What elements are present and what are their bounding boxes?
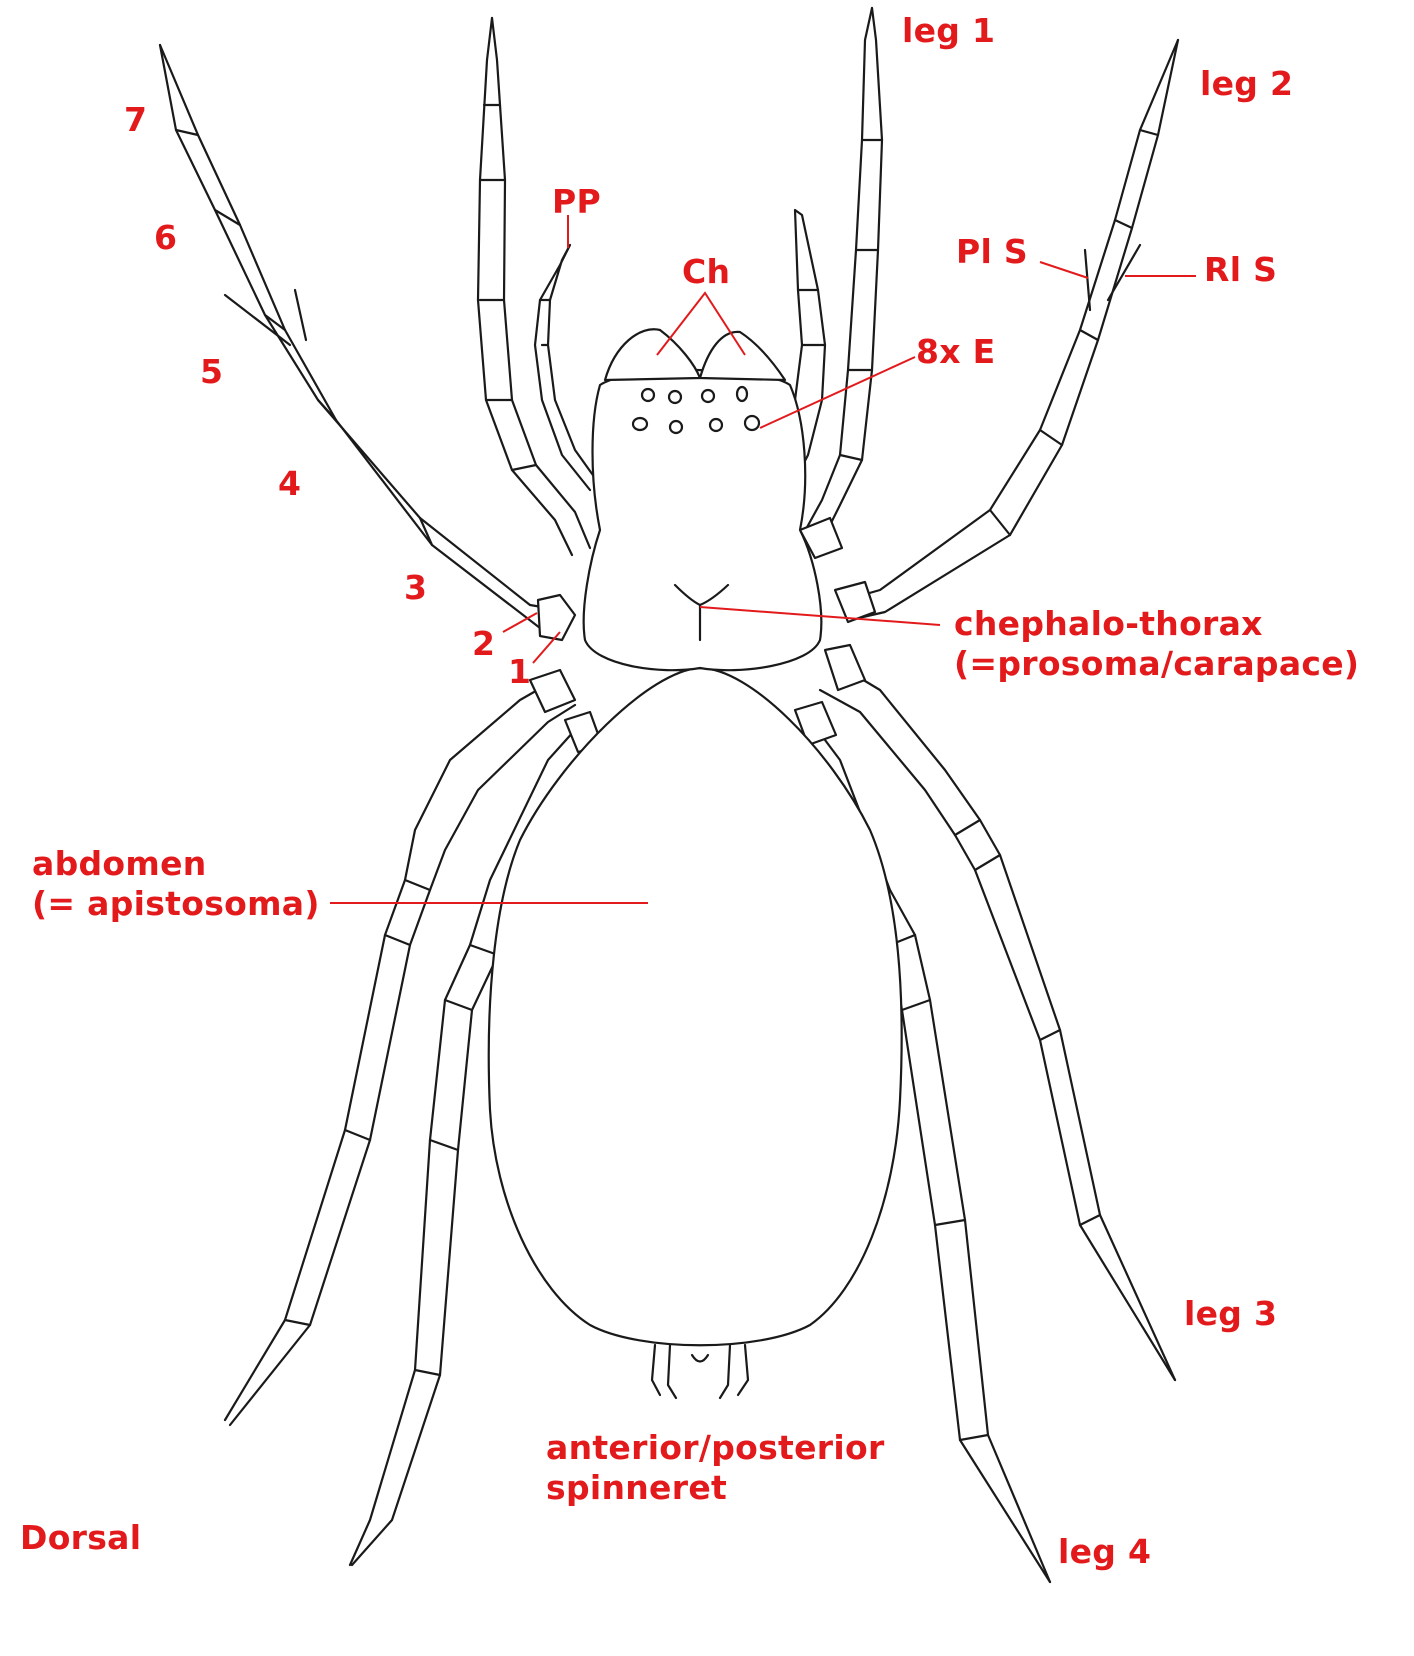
leader-pl-s — [1039, 261, 1089, 279]
spinnerets — [650, 1343, 750, 1400]
right-leg-1 — [798, 6, 884, 560]
right-leg-3 — [818, 643, 1177, 1382]
leader-cephalothorax — [699, 606, 941, 626]
label-eyes: 8x E — [916, 332, 996, 371]
left-leg-1 — [476, 16, 592, 557]
left-leg-3 — [223, 668, 577, 1427]
label-chelicerae: Ch — [682, 252, 731, 291]
label-cephalothorax-alt: (=prosoma/carapace) — [954, 644, 1360, 683]
label-cephalothorax: chephalo-thorax — [954, 604, 1263, 643]
label-leg-4: leg 4 — [1058, 1532, 1152, 1571]
left-chelicera — [603, 328, 702, 382]
cephalothorax — [582, 368, 823, 672]
right-chelicera — [698, 330, 787, 382]
label-pl-s: Pl S — [956, 232, 1028, 271]
leader-seg-1 — [532, 631, 561, 664]
right-leg-2 — [833, 38, 1180, 624]
label-abdomen-alt: (= apistosoma) — [32, 884, 320, 923]
label-spinneret-line2: spinneret — [546, 1468, 728, 1507]
label-segment-7: 7 — [124, 100, 148, 139]
label-segment-2: 2 — [472, 624, 496, 663]
label-pedipalp: PP — [552, 182, 601, 221]
label-spinneret-line1: anterior/posterior — [546, 1428, 885, 1467]
leader-eyes — [759, 356, 916, 429]
fovea — [673, 583, 730, 642]
label-leg-1: leg 1 — [902, 11, 996, 50]
label-view-dorsal: Dorsal — [20, 1518, 142, 1557]
label-segment-5: 5 — [200, 352, 224, 391]
leader-seg-2 — [502, 612, 538, 633]
label-leg-3: leg 3 — [1184, 1294, 1278, 1333]
label-segment-4: 4 — [278, 464, 302, 503]
left-pedipalp — [533, 243, 602, 492]
abdomen — [487, 666, 903, 1347]
label-segment-6: 6 — [154, 218, 178, 257]
label-segment-3: 3 — [404, 568, 428, 607]
left-leg-2 — [158, 43, 577, 642]
leader-ch — [656, 291, 746, 356]
label-rl-s: Rl S — [1204, 250, 1278, 289]
label-abdomen: abdomen — [32, 844, 207, 883]
eyes — [631, 385, 761, 435]
label-segment-1: 1 — [508, 652, 532, 691]
label-leg-2: leg 2 — [1200, 64, 1294, 103]
